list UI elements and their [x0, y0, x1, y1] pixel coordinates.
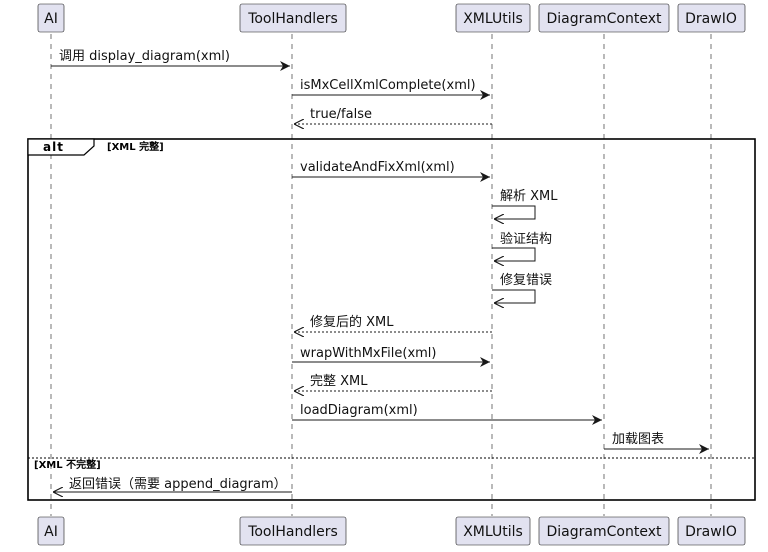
self-message-arrow: [492, 289, 536, 303]
alt-guard-complete: [XML 完整]: [107, 140, 164, 153]
message-label: 验证结构: [500, 231, 552, 247]
message-label: 修复后的 XML: [310, 314, 394, 330]
participant-toolhandlers: ToolHandlers: [239, 3, 347, 33]
message-label: 修复错误: [500, 273, 552, 288]
participant-label: DiagramContext: [547, 11, 662, 27]
message-label: 完整 XML: [310, 374, 368, 389]
participant-diagramcontext: DiagramContext: [538, 516, 670, 546]
alt-fragment: alt [XML 完整] [XML 不完整]: [27, 138, 756, 501]
message-label: 调用 display_diagram(xml): [59, 49, 230, 64]
participant-toolhandlers: ToolHandlers: [239, 516, 347, 546]
message-label: isMxCellXmlComplete(xml): [300, 78, 476, 93]
alt-guard-incomplete: [XML 不完整]: [34, 458, 101, 471]
message-label: 加载图表: [612, 432, 664, 447]
participant-label: AI: [44, 524, 58, 540]
participant-label: DrawIO: [685, 11, 737, 27]
participant-ai: AI: [37, 516, 65, 546]
participants-top: AI ToolHandlers XMLUtils DiagramContext …: [37, 3, 746, 33]
message-label: 返回错误（需要 append_diagram）: [69, 477, 287, 492]
participant-label: ToolHandlers: [247, 11, 338, 27]
participant-label: DiagramContext: [547, 524, 662, 540]
lifelines: [50, 34, 712, 516]
participant-label: DrawIO: [685, 524, 737, 540]
participant-label: XMLUtils: [463, 524, 523, 540]
alt-tag: [27, 138, 95, 156]
participant-drawio: DrawIO: [677, 516, 746, 546]
participant-label: ToolHandlers: [247, 524, 338, 540]
self-message-arrow: [492, 247, 536, 261]
message-label: 解析 XML: [500, 189, 558, 204]
participant-ai: AI: [37, 3, 65, 33]
alt-keyword: alt: [43, 140, 64, 154]
participant-xmlutils: XMLUtils: [455, 516, 531, 546]
participant-diagramcontext: DiagramContext: [538, 3, 670, 33]
participants-bottom: AI ToolHandlers XMLUtils DiagramContext …: [37, 516, 746, 546]
participant-drawio: DrawIO: [677, 3, 746, 33]
message-label: wrapWithMxFile(xml): [300, 346, 437, 361]
messages: 调用 display_diagram(xml) isMxCellXmlCompl…: [51, 49, 709, 492]
participant-xmlutils: XMLUtils: [455, 3, 531, 33]
participant-label: XMLUtils: [463, 11, 523, 27]
participant-label: AI: [44, 11, 58, 27]
message-label: validateAndFixXml(xml): [300, 160, 455, 175]
alt-frame: [27, 138, 756, 501]
self-message-arrow: [492, 205, 536, 219]
message-label: true/false: [310, 107, 372, 122]
message-label: loadDiagram(xml): [300, 403, 418, 418]
